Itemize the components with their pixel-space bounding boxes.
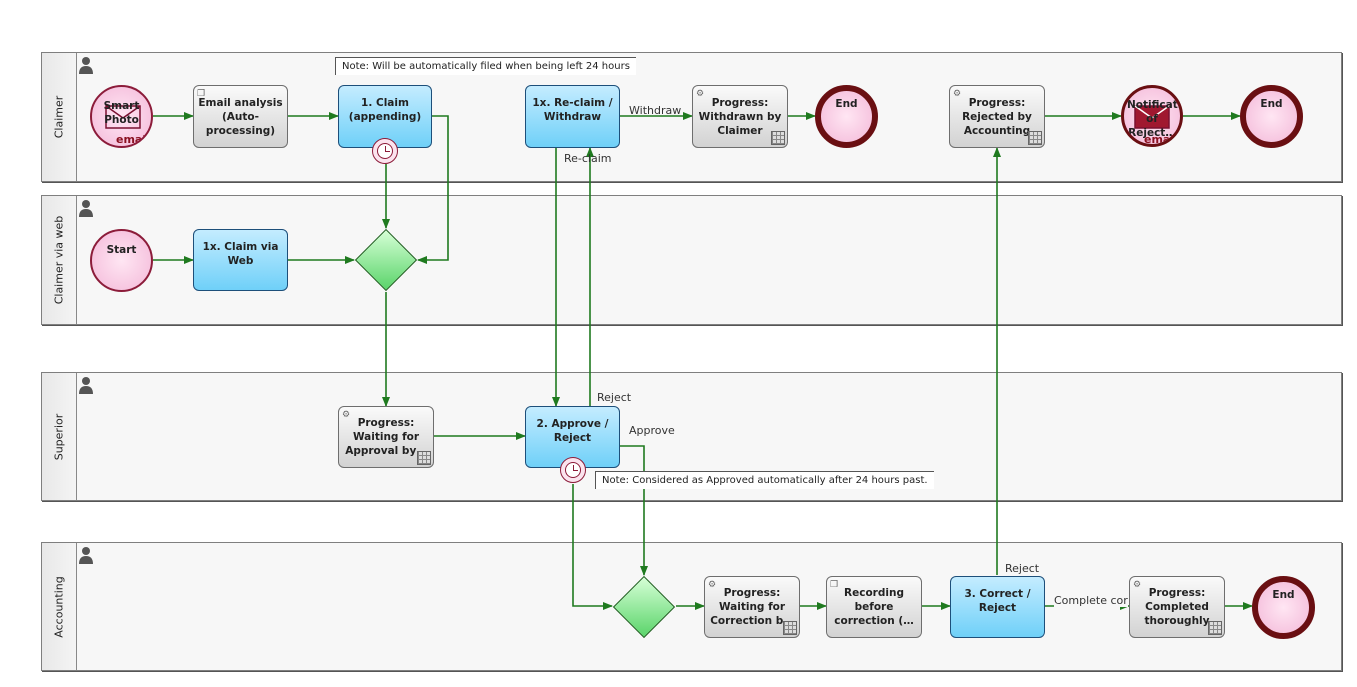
user-icon <box>79 377 93 394</box>
calculator-icon <box>771 131 785 145</box>
lane-header: Claimer via web <box>42 196 77 324</box>
lane-header: Claimer <box>42 53 77 181</box>
user-icon <box>79 200 93 217</box>
calculator-icon <box>783 621 797 635</box>
note-auto-approve: Note: Considered as Approved automatical… <box>595 471 934 489</box>
recording-before-correction-task[interactable]: ❒ Recording before correction (… <box>826 576 922 638</box>
user-icon <box>79 57 93 74</box>
progress-waiting-correction-task[interactable]: ⚙ Progress: Waiting for Correction b… <box>704 576 800 638</box>
node-label: Progress: Waiting for Approval by… <box>345 417 427 457</box>
calculator-icon <box>1028 131 1042 145</box>
email-badge: email <box>1144 133 1178 146</box>
node-label: 1x. Re-claim / Withdraw <box>532 97 613 123</box>
email-analysis-task[interactable]: ❒ Email analysis (Auto-processing) <box>193 85 288 148</box>
progress-withdrawn-task[interactable]: ⚙ Progress: Withdrawn by Claimer <box>692 85 788 148</box>
node-label: End <box>1260 98 1283 110</box>
edge-label-complete-correction: Complete cor <box>1054 594 1128 607</box>
edge-label-approve: Approve <box>629 424 675 437</box>
reclaim-withdraw-task[interactable]: 1x. Re-claim / Withdraw <box>525 85 620 148</box>
notification-reject-event[interactable]: Notification of Reject… email <box>1121 85 1183 147</box>
smart-photo-start-event[interactable]: Smart Photo email <box>90 85 153 148</box>
node-label: 3. Correct / Reject <box>964 588 1031 614</box>
email-badge: email <box>116 133 150 146</box>
note-auto-file: Note: Will be automatically filed when b… <box>335 57 636 75</box>
calculator-icon <box>1208 621 1222 635</box>
lane-header: Accounting <box>42 543 77 670</box>
envelope-icon <box>1134 105 1170 129</box>
node-label: Progress: Withdrawn by Claimer <box>698 96 782 137</box>
progress-rejected-accounting-task[interactable]: ⚙ Progress: Rejected by Accounting <box>949 85 1045 148</box>
node-label: Notification of Reject… <box>1127 99 1182 139</box>
claim-appending-task[interactable]: 1. Claim (appending) <box>338 85 432 148</box>
node-label: Progress: Waiting for Correction b… <box>710 587 794 627</box>
lane-header: Superior <box>42 373 77 500</box>
start-event-web[interactable]: Start <box>90 229 153 292</box>
node-label: Progress: Rejected by Accounting <box>962 96 1032 137</box>
gear-icon: ⚙ <box>342 410 351 420</box>
user-icon <box>79 547 93 564</box>
script-icon: ❒ <box>830 580 839 590</box>
node-label: Recording before correction (… <box>834 587 914 627</box>
gear-icon: ⚙ <box>696 89 705 99</box>
flow-approve-to-gateway2 <box>620 445 648 576</box>
gear-icon: ⚙ <box>708 580 717 590</box>
flow-claim-side-to-gateway <box>417 115 449 264</box>
edge-label-reject-accounting: Reject <box>1005 562 1040 575</box>
claim-via-web-task[interactable]: 1x. Claim via Web <box>193 229 288 291</box>
edge-label-reclaim: Re-claim <box>564 152 612 165</box>
node-label: End <box>835 98 858 110</box>
progress-waiting-approval-task[interactable]: ⚙ Progress: Waiting for Approval by… <box>338 406 434 468</box>
node-label: 2. Approve / Reject <box>536 418 609 444</box>
node-label: Start <box>106 244 137 256</box>
end-event-withdraw[interactable]: End <box>815 85 878 148</box>
edge-label-withdraw: Withdraw <box>629 104 682 117</box>
flow-timer-to-gateway2 <box>572 484 613 610</box>
envelope-icon <box>105 105 141 129</box>
calculator-icon <box>417 451 431 465</box>
gear-icon: ⚙ <box>1133 580 1142 590</box>
timer-icon <box>372 138 398 164</box>
end-event-reject[interactable]: End <box>1240 85 1303 148</box>
end-event-complete[interactable]: End <box>1252 576 1315 639</box>
node-label: Email analysis (Auto-processing) <box>198 96 283 137</box>
node-label: 1. Claim (appending) <box>348 97 422 123</box>
node-label: Smart Photo <box>103 100 140 126</box>
timer-icon <box>560 457 586 483</box>
correct-reject-task[interactable]: 3. Correct / Reject <box>950 576 1045 638</box>
node-label: Progress: Completed thoroughly <box>1144 587 1210 627</box>
script-icon: ❒ <box>197 89 206 99</box>
node-label: End <box>1272 589 1295 601</box>
gear-icon: ⚙ <box>953 89 962 99</box>
progress-completed-task[interactable]: ⚙ Progress: Completed thoroughly <box>1129 576 1225 638</box>
edge-label-reject-superior: Reject <box>597 391 632 404</box>
node-label: 1x. Claim via Web <box>202 241 279 267</box>
